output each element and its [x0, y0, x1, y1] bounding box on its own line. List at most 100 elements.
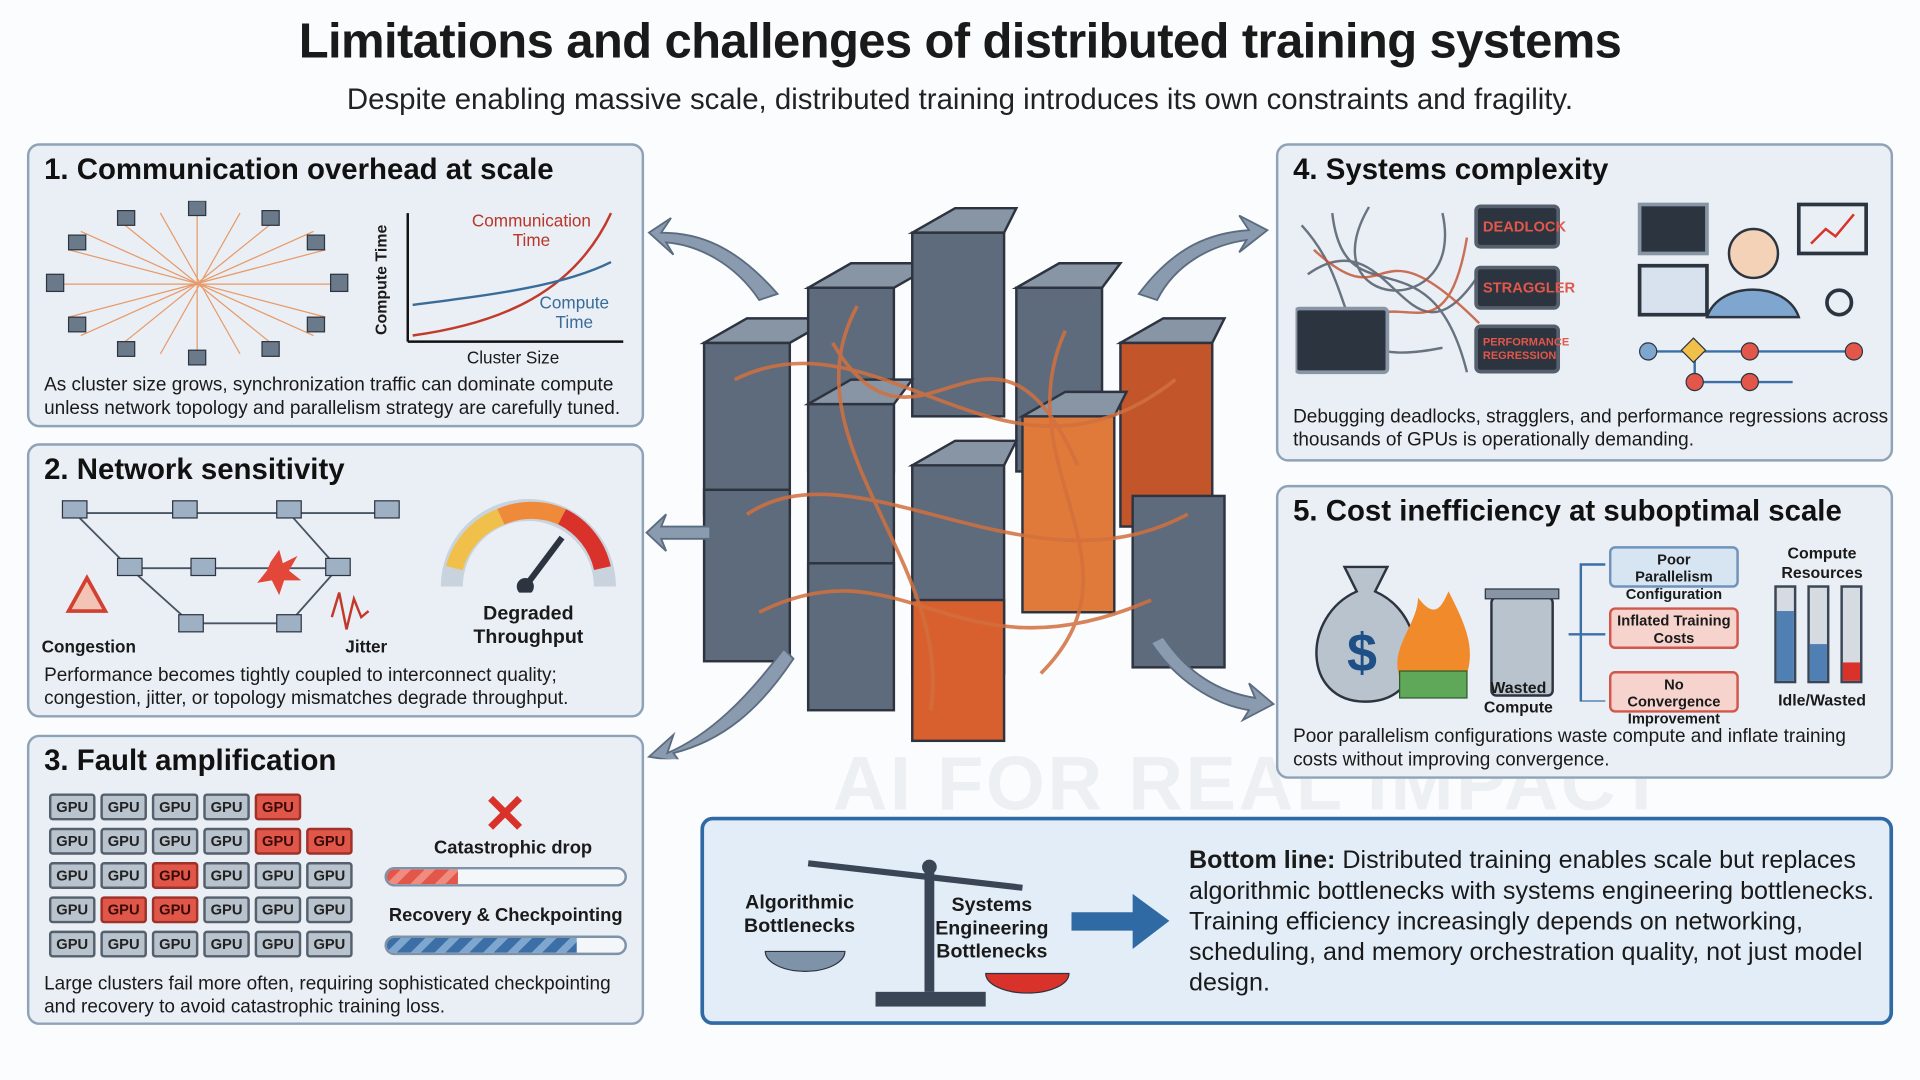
panel-title: 2. Network sensitivity	[44, 453, 345, 487]
panel-cost-inefficiency: 5. Cost inefficiency at suboptimal scale…	[1275, 484, 1894, 779]
arrow-to-panel-2	[645, 513, 712, 552]
right-arrow-icon	[1071, 893, 1170, 949]
gpu-failed: GPU	[100, 896, 147, 924]
gpu-node: GPU	[100, 930, 147, 958]
throughput-gauge-icon	[440, 499, 616, 593]
page-subtitle: Despite enabling massive scale, distribu…	[346, 83, 1574, 117]
congestion-label: Congestion	[41, 636, 136, 657]
gpu-failed: GPU	[254, 793, 302, 821]
arrow-to-panel-5	[1149, 635, 1276, 723]
flow-step: Poor Parallelism Configuration	[1608, 546, 1739, 602]
congestion-warning-icon	[65, 574, 109, 613]
gpu-node: GPU	[306, 930, 353, 958]
gpu-node: GPU	[100, 827, 147, 855]
panel-title: 3. Fault amplification	[44, 744, 337, 778]
gpu-failed: GPU	[306, 827, 353, 855]
tangled-debug-illustration	[1295, 206, 1481, 375]
gpu-node: GPU	[100, 793, 147, 821]
gpu-node: GPU	[306, 862, 353, 889]
gpu-node: GPU	[203, 827, 250, 855]
bottom-line-panel: Algorithmic Bottlenecks Systems Engineer…	[700, 816, 1894, 1025]
money-bag-icon	[1315, 565, 1417, 703]
communication-time-label: Communication Time	[471, 210, 591, 250]
resources-title: Compute Resources	[1781, 543, 1863, 582]
gpu-node: GPU	[48, 793, 96, 821]
deadlock-monitor: DEADLOCK	[1474, 204, 1566, 249]
flow-step: No Convergence Improvement	[1608, 671, 1739, 727]
wasted-compute-label: Wasted Compute	[1483, 678, 1553, 717]
arrow-to-panel-4	[1137, 214, 1270, 302]
resource-bar	[1807, 585, 1830, 684]
network-mesh-icon	[45, 200, 349, 366]
gpu-node: GPU	[306, 896, 353, 924]
regression-monitor: PERFORMANCE REGRESSION	[1474, 324, 1569, 374]
arrow-to-panel-3	[646, 647, 795, 760]
resource-bar	[1840, 585, 1863, 684]
compute-time-line	[412, 260, 612, 307]
collision-burst-icon	[257, 549, 302, 596]
bottom-line-body: Distributed training enables scale but r…	[1188, 846, 1875, 997]
gpu-node: GPU	[48, 896, 96, 924]
bottom-line-text: Bottom line: Distributed training enable…	[1189, 845, 1875, 998]
flow-connector-icon	[1568, 563, 1606, 702]
gpu-node: GPU	[254, 896, 302, 924]
jitter-wave-icon	[330, 592, 370, 630]
panel-description: Debugging deadlocks, stragglers, and per…	[1293, 406, 1889, 451]
catastrophic-drop-bar	[384, 866, 627, 887]
gauge-label: Degraded Throughput	[473, 603, 584, 648]
gpu-node: GPU	[203, 793, 250, 821]
comm-vs-compute-chart	[406, 212, 624, 343]
flow-step: Inflated Training Costs	[1608, 607, 1739, 649]
panel-network-sensitivity: 2. Network sensitivity Congestion Jitter…	[26, 443, 645, 718]
server-rack	[1131, 494, 1226, 669]
cash-icon	[1398, 670, 1468, 699]
gpu-failed: GPU	[151, 896, 199, 924]
panel-description: Poor parallelism configurations waste co…	[1293, 726, 1846, 771]
gpu-failed: GPU	[254, 827, 302, 855]
bottom-line-lead: Bottom line:	[1188, 846, 1336, 875]
panel-communication-overhead: 1. Communication overhead at scale Compu…	[26, 143, 645, 428]
person-icon	[1727, 227, 1780, 280]
magnifier-icon	[1825, 288, 1854, 317]
gpu-failed: GPU	[151, 862, 199, 889]
panel-description: Large clusters fail more often, requirin…	[44, 973, 611, 1018]
panel-systems-complexity: 4. Systems complexity DEADLOCK STRAGGLER…	[1275, 143, 1894, 462]
gpu-node: GPU	[100, 862, 147, 889]
resource-bars	[1774, 585, 1867, 684]
stressed-engineer-illustration	[1637, 202, 1868, 392]
fire-icon	[1397, 591, 1470, 690]
gpu-node: GPU	[203, 862, 250, 889]
gpu-node: GPU	[151, 930, 199, 958]
tangled-cables	[733, 305, 1189, 711]
svg-text:$: $	[1347, 623, 1377, 683]
gpu-node: GPU	[254, 862, 302, 889]
panel-title: 5. Cost inefficiency at suboptimal scale	[1293, 494, 1842, 528]
money-burning-illustration: $	[1315, 565, 1560, 703]
server-rack	[699, 317, 838, 516]
resource-bar-fill	[1776, 611, 1794, 681]
gpu-node: GPU	[151, 793, 199, 821]
resources-footer: Idle/Wasted	[1778, 690, 1866, 709]
y-axis-label: Compute Time	[371, 224, 391, 335]
recovery-label: Recovery & Checkpointing	[388, 904, 623, 926]
resource-bar	[1774, 585, 1797, 684]
gpu-node: GPU	[203, 896, 250, 924]
resource-bar-fill	[1842, 662, 1861, 681]
network-topology-icon	[61, 500, 400, 633]
page-title: Limitations and challenges of distribute…	[298, 14, 1622, 69]
server-rack	[806, 562, 896, 712]
failure-x-icon: ✕	[482, 784, 528, 845]
x-axis-label: Cluster Size	[466, 347, 560, 368]
gpu-cluster-illustration	[699, 206, 1227, 743]
panel-description: As cluster size grows, synchronization t…	[44, 374, 621, 419]
compute-time-label: Compute Time	[539, 292, 610, 332]
panel-description: Performance becomes tightly coupled to i…	[44, 664, 569, 709]
algorithmic-bottlenecks-label: Algorithmic Bottlenecks	[744, 892, 856, 937]
server-rack	[702, 488, 792, 663]
gpu-node: GPU	[48, 827, 96, 855]
catastrophic-drop-label: Catastrophic drop	[433, 837, 593, 859]
communication-time-line	[412, 212, 613, 337]
